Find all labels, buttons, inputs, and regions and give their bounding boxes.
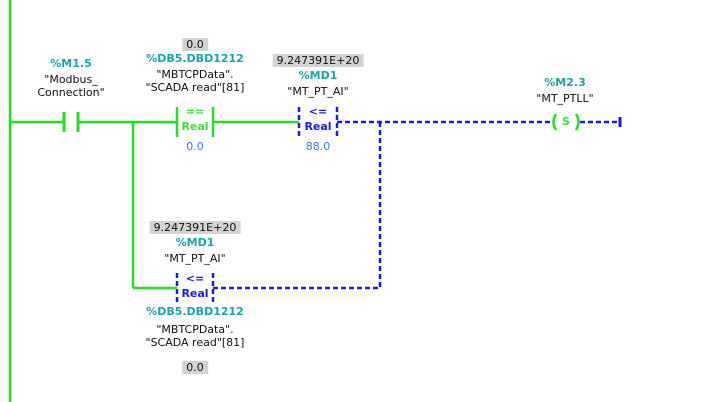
operand1-address: %MD1 <box>175 236 215 249</box>
set-coil-symbol: S <box>562 115 570 128</box>
operator: <=Real <box>304 105 332 133</box>
operand2: 0.0 <box>186 140 204 153</box>
coil-address: %M2.3 <box>544 76 586 89</box>
operand2-tag: "MBTCPData"."SCADA read"[81] <box>145 323 245 349</box>
monitor-value: 9.247391E+20 <box>272 54 364 67</box>
operand2-address: %DB5.DBD1212 <box>146 305 244 318</box>
contact-address: %M1.5 <box>50 57 92 70</box>
operator: ==Real <box>181 105 209 133</box>
operand1-address: %MD1 <box>298 69 338 82</box>
operand2: 88.0 <box>305 140 331 153</box>
operator: <=Real <box>181 272 209 300</box>
monitor-value: 0.0 <box>182 38 208 51</box>
monitor-value-2: 0.0 <box>182 361 208 374</box>
operand1-address: %DB5.DBD1212 <box>146 52 244 65</box>
contact-tag: "Modbus_Connection" <box>37 73 105 99</box>
operand1-tag: "MT_PT_AI" <box>164 252 226 265</box>
operand1-tag: "MBTCPData"."SCADA read"[81] <box>145 68 245 94</box>
monitor-value: 9.247391E+20 <box>149 221 241 234</box>
operand1-tag: "MT_PT_AI" <box>287 85 349 98</box>
coil-tag: "MT_PTLL" <box>536 92 594 105</box>
